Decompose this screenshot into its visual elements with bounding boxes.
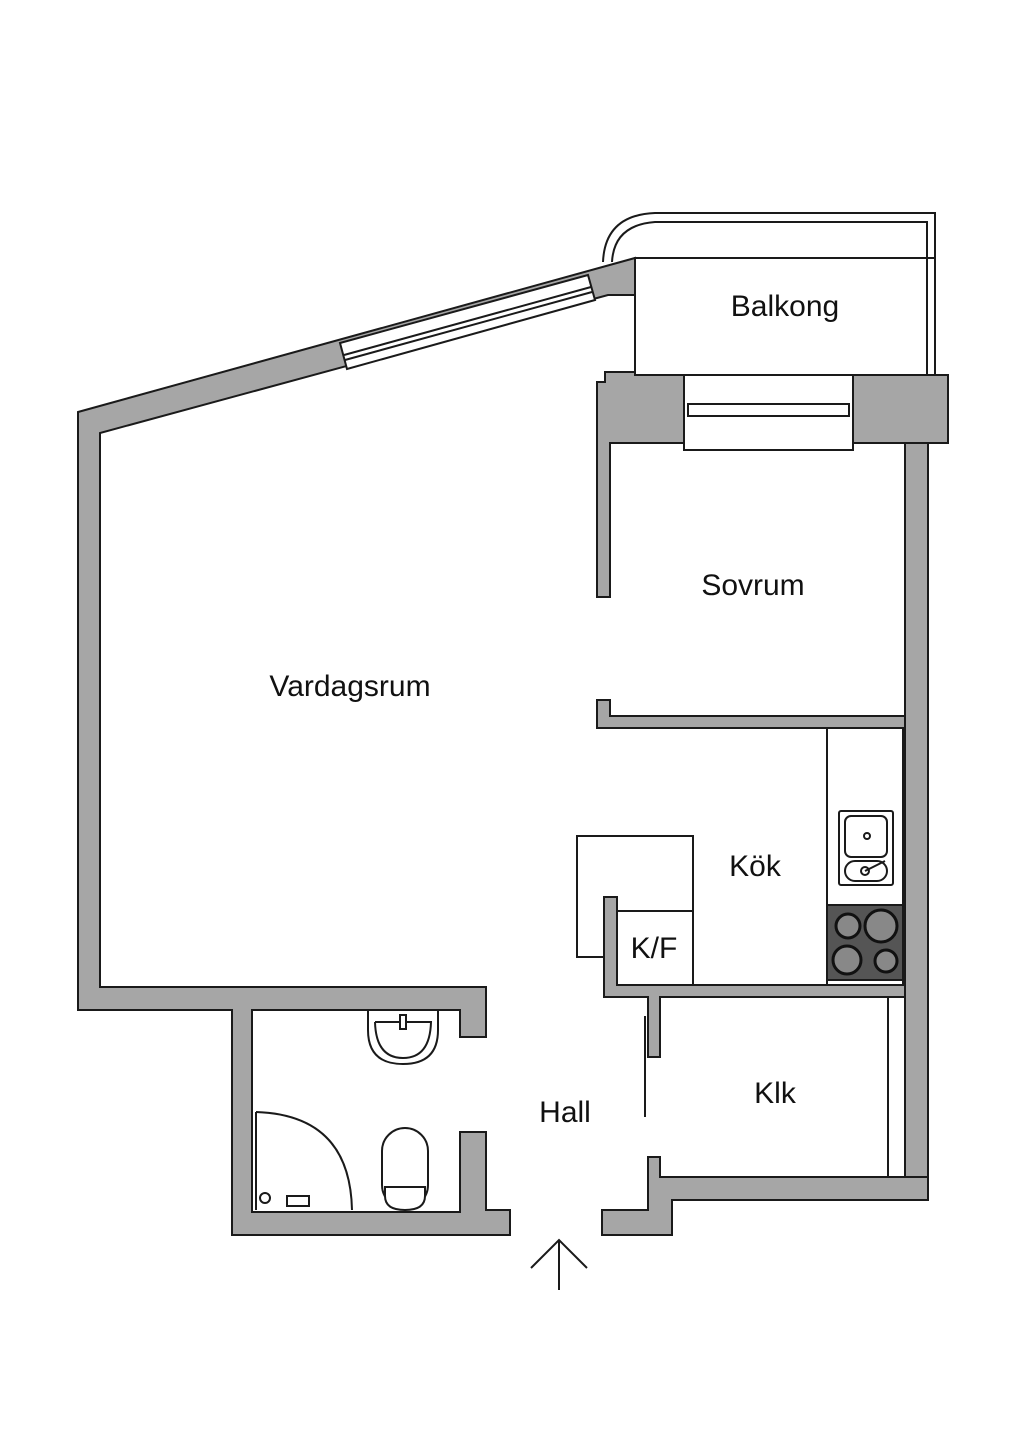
- room-label-living-room: Vardagsrum: [269, 670, 430, 703]
- exterior-wall-right: [904, 442, 929, 1201]
- exterior-wall-diagonal: [77, 256, 636, 1236]
- room-label-balcony: Balkong: [731, 290, 839, 323]
- room-label-fridge-freezer: K/F: [631, 932, 678, 965]
- sink-icon: [838, 810, 894, 886]
- room-label-hall: Hall: [539, 1096, 591, 1129]
- entrance-arrow-icon: [530, 1238, 588, 1290]
- window-living-room: [338, 273, 597, 371]
- wall-bedroom-left: [596, 371, 685, 598]
- shower-icon: [255, 1111, 353, 1211]
- toilet-icon: [381, 1127, 429, 1212]
- washbasin-icon: [367, 1009, 439, 1066]
- room-label-kitchen: Kök: [729, 850, 782, 883]
- stove-icon: [826, 904, 904, 981]
- wall-bedroom-right-block: [852, 374, 949, 444]
- wall-kitchen-closet: [601, 896, 929, 1236]
- window-bedroom: [683, 374, 854, 451]
- room-label-bedroom: Sovrum: [701, 569, 804, 602]
- wall-bedroom-kitchen: [596, 699, 906, 729]
- room-label-closet: Klk: [754, 1077, 797, 1110]
